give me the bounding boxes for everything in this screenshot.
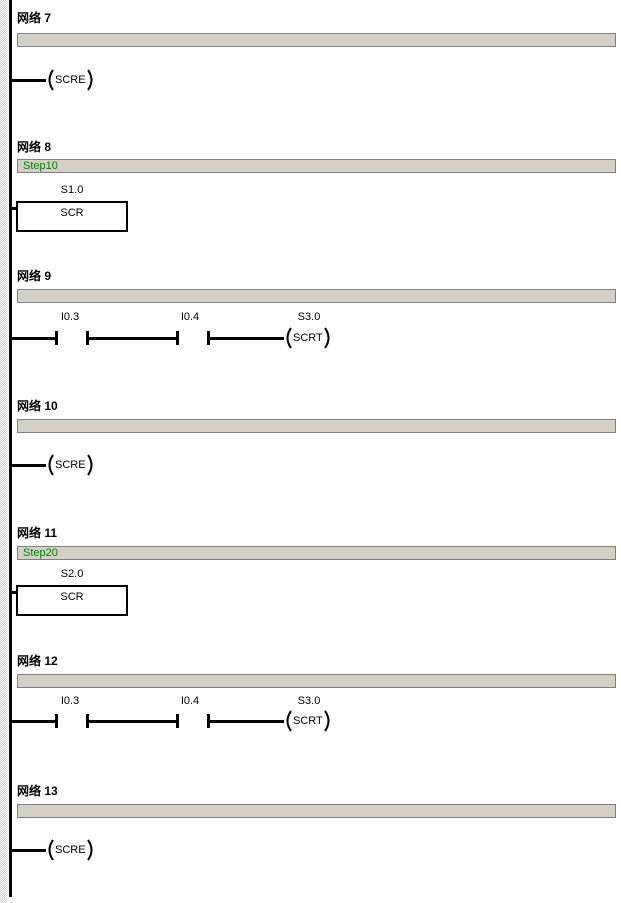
coil-arc-right-icon	[86, 454, 93, 476]
coil-arc-left-icon	[48, 454, 54, 476]
network-10-comment-bar[interactable]	[17, 419, 616, 433]
scre-coil[interactable]: SCRE	[45, 69, 96, 91]
scrt-coil[interactable]: SCRT	[283, 710, 333, 732]
network-8-title[interactable]: 网络 8	[17, 140, 52, 154]
no-contact[interactable]	[176, 331, 210, 345]
coil-mnemonic: SCRT	[293, 715, 323, 727]
wire-segment	[12, 207, 17, 210]
coil-arc-left-icon	[286, 327, 292, 349]
coil-mnemonic: SCRE	[55, 74, 86, 86]
wire-segment	[12, 337, 56, 340]
contact-bar-left	[55, 714, 58, 728]
wire-segment	[12, 591, 17, 594]
network-13-comment-bar[interactable]	[17, 804, 616, 818]
coil-mnemonic: SCRE	[55, 844, 86, 856]
network-13-title[interactable]: 网络 13	[17, 784, 58, 798]
contact-bar-left	[176, 714, 179, 728]
contact-operand-label[interactable]: I0.4	[180, 311, 200, 323]
scr-box[interactable]: SCR	[16, 201, 128, 232]
coil-arc-right-icon	[323, 710, 330, 732]
scr-box-mnemonic: SCR	[60, 591, 84, 603]
wire-segment	[89, 337, 176, 340]
wire-segment	[209, 337, 284, 340]
wire-segment	[209, 720, 284, 723]
network-12-title[interactable]: 网络 12	[17, 654, 58, 668]
network-10-title[interactable]: 网络 10	[17, 399, 58, 413]
contact-bar-left	[176, 331, 179, 345]
box-operand-label[interactable]: S2.0	[60, 568, 84, 580]
scrt-coil[interactable]: SCRT	[283, 327, 333, 349]
contact-bar-right	[86, 331, 89, 345]
coil-arc-left-icon	[48, 839, 54, 861]
wire-segment	[12, 849, 46, 852]
no-contact[interactable]	[55, 331, 89, 345]
network-9-comment-bar[interactable]	[17, 289, 616, 303]
contact-bar-right	[207, 714, 210, 728]
network-11-comment-text: Step20	[23, 547, 58, 559]
network-9-title[interactable]: 网络 9	[17, 269, 52, 283]
contact-bar-left	[55, 331, 58, 345]
coil-mnemonic: SCRT	[293, 332, 323, 344]
contact-bar-right	[86, 714, 89, 728]
coil-arc-left-icon	[48, 69, 54, 91]
coil-arc-left-icon	[286, 710, 292, 732]
no-contact[interactable]	[55, 714, 89, 728]
scre-coil[interactable]: SCRE	[45, 839, 96, 861]
contact-operand-label[interactable]: I0.4	[180, 695, 200, 707]
coil-operand-label[interactable]: S3.0	[297, 311, 321, 323]
coil-arc-right-icon	[86, 839, 93, 861]
network-11-comment-bar[interactable]: Step20	[17, 546, 616, 560]
network-8-comment-bar[interactable]: Step10	[17, 159, 616, 173]
contact-operand-label[interactable]: I0.3	[60, 695, 80, 707]
wire-segment	[12, 79, 46, 82]
wire-segment	[89, 720, 176, 723]
contact-operand-label[interactable]: I0.3	[60, 311, 80, 323]
no-contact[interactable]	[176, 714, 210, 728]
contact-bar-right	[207, 331, 210, 345]
left-power-rail	[9, 0, 12, 897]
coil-arc-right-icon	[86, 69, 93, 91]
network-7-title[interactable]: 网络 7	[17, 11, 52, 25]
network-8-comment-text: Step10	[23, 160, 58, 172]
coil-operand-label[interactable]: S3.0	[297, 695, 321, 707]
coil-mnemonic: SCRE	[55, 459, 86, 471]
coil-arc-right-icon	[323, 327, 330, 349]
scr-box[interactable]: SCR	[16, 585, 128, 616]
scr-box-mnemonic: SCR	[60, 207, 84, 219]
window-edge-pattern	[0, 0, 7, 903]
scre-coil[interactable]: SCRE	[45, 454, 96, 476]
wire-segment	[12, 720, 56, 723]
wire-segment	[12, 464, 46, 467]
box-operand-label[interactable]: S1.0	[60, 184, 84, 196]
network-11-title[interactable]: 网络 11	[17, 526, 58, 540]
network-12-comment-bar[interactable]	[17, 674, 616, 688]
network-7-comment-bar[interactable]	[17, 33, 616, 47]
